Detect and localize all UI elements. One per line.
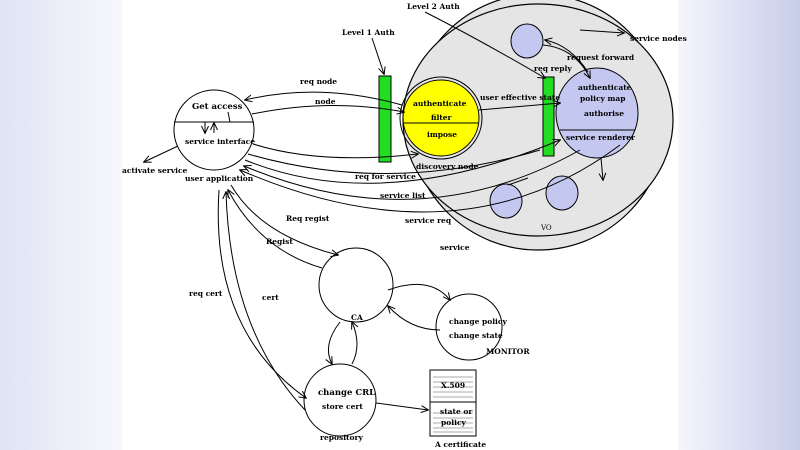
ca-node — [318, 247, 394, 323]
service-req-label: service req — [405, 216, 452, 225]
service-node-top — [510, 23, 544, 59]
policy-node-authorise: authorise — [584, 109, 624, 118]
vo-label: VO — [540, 224, 552, 232]
state-or-label: state or — [440, 407, 473, 416]
cert-label: cert — [262, 293, 279, 302]
ca-label: CA — [351, 313, 363, 322]
repository-node — [303, 363, 377, 437]
monitor-label: MONITOR — [486, 347, 530, 356]
user-effective-state-label: user effective state — [480, 93, 560, 102]
policy-node-line2: policy map — [580, 94, 626, 103]
certificate-document — [429, 369, 477, 437]
policy-node — [555, 67, 639, 159]
policy-node-service-renderer: service renderer — [566, 133, 636, 142]
service-nodes-label: service nodes — [630, 34, 687, 43]
req-reply-label: req reply — [534, 64, 572, 73]
level2-label: Level 2 Auth — [407, 2, 460, 11]
x509-label: X.509 — [441, 381, 465, 390]
filter-impose-label: impose — [427, 130, 457, 139]
level1-label: Level 1 Auth — [342, 28, 395, 37]
req-regist-label: Req regist — [286, 214, 330, 223]
change-state-label: change state — [449, 331, 503, 340]
store-cert-label: store cert — [322, 402, 363, 411]
level2-auth-bar — [542, 76, 555, 157]
filter-outer-ring — [399, 76, 483, 160]
service-node-bottom-right — [545, 175, 579, 211]
filter-filter-label: filter — [431, 113, 453, 122]
discovery-node-label: discovery node — [416, 162, 479, 171]
policy-node-line1: authenticate — [578, 83, 632, 92]
req-for-service-label: req for service — [355, 172, 416, 181]
change-crl-label: change CRL — [318, 388, 375, 398]
filter-authenticate-label: authenticate — [413, 99, 467, 108]
req-cert-label: req cert — [189, 289, 223, 298]
left-margin-band — [0, 0, 122, 450]
service-interface-label: service interface — [185, 137, 255, 146]
a-certificate-label: A certificate — [434, 440, 486, 449]
service-list-label: service list — [380, 191, 426, 200]
node-label: node — [315, 97, 336, 106]
user-application-label: user application — [185, 174, 254, 183]
level1-auth-bar — [378, 75, 392, 163]
right-margin-band — [678, 0, 800, 450]
req-node-label: req node — [300, 77, 337, 86]
service-label: service — [440, 243, 470, 252]
regist-label: Regist — [266, 237, 293, 246]
change-policy-label: change policy — [449, 317, 507, 326]
repository-label: repository — [320, 433, 363, 442]
request-forward-label: request forward — [567, 53, 635, 62]
policy-label: policy — [441, 418, 467, 427]
get-access-label: Get access — [192, 102, 243, 112]
monitor-node — [435, 293, 503, 361]
activate-service-label: activate service — [122, 166, 188, 175]
filter-node — [402, 79, 480, 157]
